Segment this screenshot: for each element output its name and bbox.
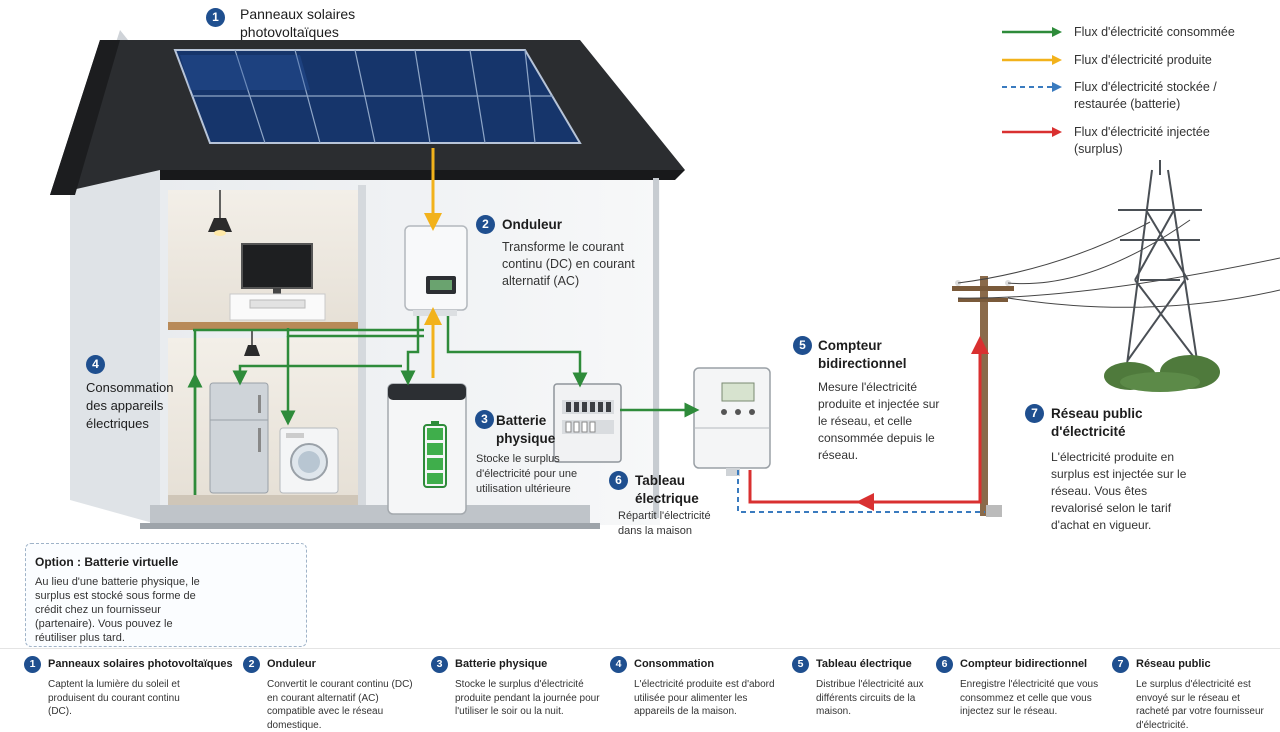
footer-badge: 2 bbox=[243, 656, 260, 673]
label-compteur: Compteur bidirectionnel Mesure l'électri… bbox=[818, 337, 948, 464]
label-consommation-title: Consommation des appareils électriques bbox=[86, 380, 174, 431]
footer-desc: L'électricité produite est d'abord utili… bbox=[634, 679, 775, 717]
label-onduleur: Onduleur Transforme le courant continu (… bbox=[502, 216, 652, 290]
footer-desc: Stocke le surplus d'électricité produite… bbox=[455, 679, 600, 717]
footer-title: Compteur bidirectionnel bbox=[960, 658, 1088, 670]
trees bbox=[1104, 355, 1220, 392]
virtual-battery-title: Option : Batterie virtuelle bbox=[35, 555, 179, 569]
label-tableau-desc: Répartit l'électricité dans la maison bbox=[618, 510, 711, 537]
house-side-wall bbox=[70, 80, 160, 525]
badge-1: 1 bbox=[206, 8, 225, 27]
label-tableau-title: Tableau électrique bbox=[635, 473, 699, 506]
flow-stored bbox=[737, 470, 985, 513]
label-consommation: Consommation des appareils électriques bbox=[86, 379, 196, 433]
footer-badge: 4 bbox=[610, 656, 627, 673]
badge-6: 6 bbox=[609, 471, 628, 490]
flow-injected bbox=[748, 336, 989, 511]
label-onduleur-title: Onduleur bbox=[502, 217, 562, 232]
footer-desc: Captent la lumière du soleil et produise… bbox=[48, 679, 180, 717]
virtual-battery-desc: Au lieu d'une batterie physique, le surp… bbox=[35, 576, 200, 644]
label-reseau: Réseau public d'électricité L'électricit… bbox=[1051, 405, 1201, 534]
footer-badge: 3 bbox=[431, 656, 448, 673]
footer-badge: 7 bbox=[1112, 656, 1129, 673]
footer-badge: 6 bbox=[936, 656, 953, 673]
badge-3: 3 bbox=[475, 410, 494, 429]
utility-pole bbox=[952, 276, 1014, 517]
legend-label: Flux d'électricité injectée (surplus) bbox=[1074, 125, 1210, 156]
battery bbox=[387, 383, 467, 515]
footer-desc: Convertit le courant continu (DC) en cou… bbox=[267, 679, 413, 731]
footer-title: Onduleur bbox=[267, 658, 316, 670]
footer-desc: Enregistre l'électricité que vous consom… bbox=[960, 679, 1099, 717]
solar-panels bbox=[173, 49, 582, 144]
legend-label: Flux d'électricité stockée / restaurée (… bbox=[1074, 80, 1217, 111]
label-compteur-desc: Mesure l'électricité produite et injecté… bbox=[818, 380, 940, 462]
footer-desc: Distribue l'électricité aux différents c… bbox=[816, 679, 924, 717]
footer-divider bbox=[0, 648, 1280, 649]
label-tableau: Tableau électrique bbox=[635, 472, 715, 508]
badge-7: 7 bbox=[1025, 404, 1044, 423]
inverter bbox=[404, 225, 468, 316]
label-reseau-title: Réseau public d'électricité bbox=[1051, 406, 1143, 439]
legend-label: Flux d'électricité consommée bbox=[1074, 25, 1235, 39]
label-panneaux: Panneaux solaires photovoltaïques bbox=[240, 5, 400, 41]
footer-title: Tableau électrique bbox=[816, 658, 912, 670]
footer-badge: 1 bbox=[24, 656, 41, 673]
footer-title: Réseau public bbox=[1136, 658, 1211, 670]
badge-2: 2 bbox=[476, 215, 495, 234]
footer-title: Panneaux solaires photovoltaïques bbox=[48, 658, 233, 670]
footer-title: Consommation bbox=[634, 658, 715, 670]
bidirectional-meter bbox=[693, 367, 771, 476]
virtual-battery-box: Option : Batterie virtuelle Au lieu d'un… bbox=[25, 543, 307, 647]
label-onduleur-desc: Transforme le courant continu (DC) en co… bbox=[502, 240, 635, 288]
breaker-panel bbox=[553, 383, 622, 463]
footer-title: Batterie physique bbox=[455, 658, 548, 670]
house bbox=[50, 30, 685, 529]
badge-4: 4 bbox=[86, 355, 105, 374]
legend-label: Flux d'électricité produite bbox=[1074, 53, 1212, 67]
flow-consumed bbox=[187, 316, 700, 495]
label-panneaux-title: Panneaux solaires photovoltaïques bbox=[240, 6, 356, 40]
label-reseau-desc: L'électricité produite en surplus est in… bbox=[1051, 450, 1187, 532]
badge-5: 5 bbox=[793, 336, 812, 355]
pylon bbox=[1118, 160, 1202, 381]
tv bbox=[241, 243, 313, 289]
label-batterie-title: Batterie physique bbox=[496, 413, 556, 446]
label-compteur-title: Compteur bidirectionnel bbox=[818, 338, 907, 371]
footer-desc: Le surplus d'électricité est envoyé sur … bbox=[1136, 679, 1264, 731]
footer-badge: 5 bbox=[792, 656, 809, 673]
label-batterie-desc: Stocke le surplus d'électricité pour une… bbox=[476, 453, 578, 495]
label-batterie: Batterie physique bbox=[496, 412, 586, 448]
